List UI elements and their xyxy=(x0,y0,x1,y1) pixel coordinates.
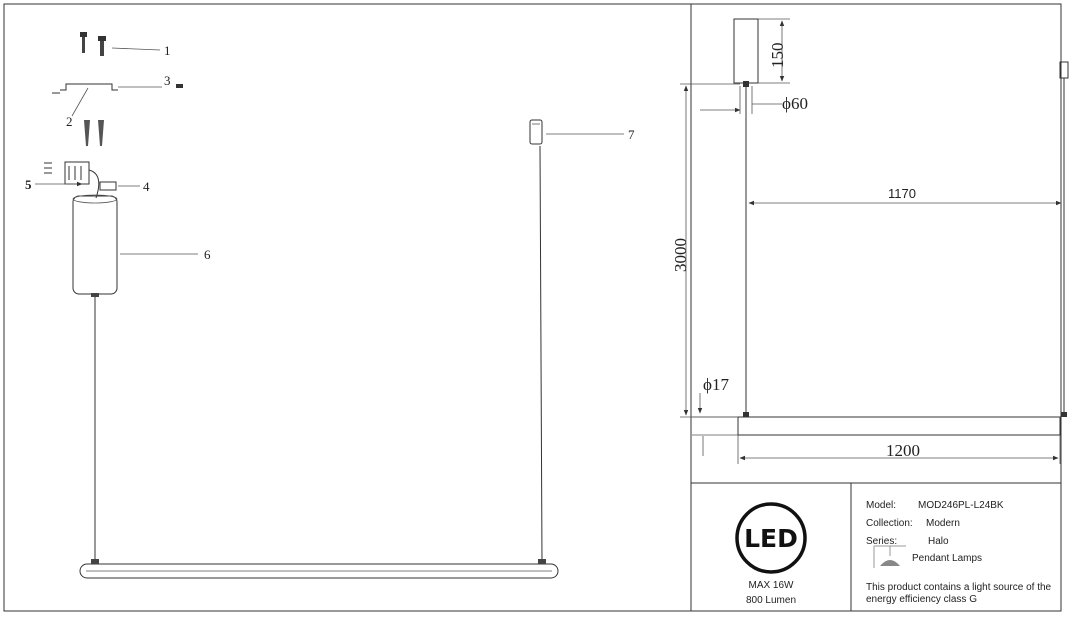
exploded-view: 1 2 3 4 xyxy=(25,32,635,579)
light-bar-icon xyxy=(79,559,559,579)
callout-5: 5 xyxy=(25,177,32,192)
dim-canopy-height: 150 xyxy=(768,43,787,69)
callout-2: 2 xyxy=(66,114,73,129)
lumen-output: 800 Lumen xyxy=(746,595,796,606)
dim-bar-diameter: ϕ17 xyxy=(703,375,729,394)
callout-3: 3 xyxy=(164,73,171,88)
series-label: Series: xyxy=(866,536,897,547)
series-value: Halo xyxy=(928,536,949,547)
mounting-bracket-icon xyxy=(52,83,118,94)
sheet-border xyxy=(3,3,1062,612)
callout-6: 6 xyxy=(204,247,211,262)
type-value: Pendant Lamps xyxy=(912,553,982,564)
callout-4: 4 xyxy=(143,179,150,194)
energy-note-line-2: energy efficiency class G xyxy=(866,594,977,605)
model-value: MOD246PL-L24BK xyxy=(918,500,1004,511)
model-label: Model: xyxy=(866,500,896,511)
canopy-block xyxy=(733,18,759,84)
dim-gripper xyxy=(1059,61,1069,79)
small-screw-icon xyxy=(176,84,183,88)
canopy-icon xyxy=(72,194,118,297)
max-power: MAX 16W xyxy=(748,580,794,591)
pendant-lamp-icon xyxy=(873,545,906,568)
collection-label: Collection: xyxy=(866,518,913,529)
cable-clamp-icon xyxy=(99,181,117,191)
dim-light-bar xyxy=(737,416,1061,436)
led-logo-icon: LED xyxy=(735,502,807,574)
energy-note-line-1: This product contains a light source of … xyxy=(866,582,1052,593)
info-block: LED MAX 16W 800 Lumen Model: MOD246PL-L2… xyxy=(735,500,1052,606)
callout-1: 1 xyxy=(164,43,171,58)
screw-icon xyxy=(80,32,106,56)
callout-7: 7 xyxy=(628,127,635,142)
dim-bar-length: 1200 xyxy=(886,441,920,460)
wall-anchor-icon xyxy=(84,120,104,146)
terminal-block-icon xyxy=(44,161,100,199)
led-logo-text: LED xyxy=(744,524,798,553)
dim-drop-height: 3000 xyxy=(671,238,690,272)
dim-cable-span: 1170 xyxy=(888,186,916,201)
cable-gripper-icon xyxy=(529,119,543,145)
dimension-view: 150 ϕ60 1170 3000 ϕ17 1200 xyxy=(671,18,1069,464)
collection-value: Modern xyxy=(926,518,960,529)
dim-canopy-diameter: ϕ60 xyxy=(782,94,808,113)
suspension-cable-right xyxy=(539,145,543,563)
